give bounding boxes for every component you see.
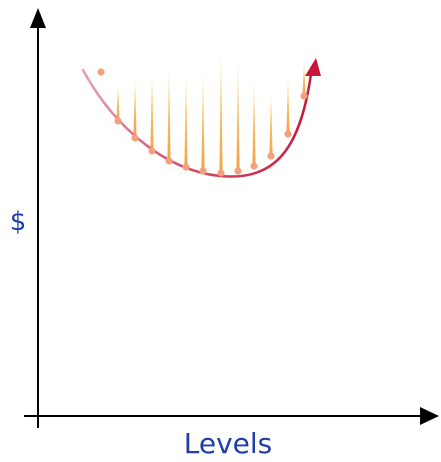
- x-axis-label: Levels: [184, 427, 273, 460]
- dot-group: [97, 68, 308, 177]
- dot-1: [97, 68, 105, 76]
- spike-4: [150, 70, 154, 151]
- dot-8: [217, 169, 225, 177]
- spike-7: [201, 68, 205, 171]
- dot-7: [199, 167, 207, 175]
- dot-3: [131, 134, 139, 142]
- spike-9: [236, 57, 240, 171]
- axes: [24, 8, 439, 428]
- spike-12: [286, 75, 290, 134]
- dot-6: [182, 163, 190, 171]
- spike-10: [252, 77, 256, 166]
- spike-8: [219, 48, 223, 173]
- dot-11: [267, 152, 275, 160]
- y-axis-label: $: [10, 207, 27, 237]
- dot-4: [148, 147, 156, 155]
- spike-2: [116, 84, 120, 121]
- dot-13: [300, 92, 308, 100]
- spike-group: [99, 48, 306, 173]
- spike-13: [302, 62, 306, 96]
- x-axis-arrowhead-icon: [420, 407, 439, 425]
- spike-11: [269, 89, 273, 156]
- dot-2: [114, 117, 122, 125]
- dot-12: [284, 130, 292, 138]
- dot-9: [234, 167, 242, 175]
- spike-3: [133, 75, 137, 138]
- spike-6: [184, 70, 188, 167]
- spike-5: [167, 64, 171, 161]
- dot-10: [250, 162, 258, 170]
- y-axis-arrowhead-icon: [30, 8, 46, 28]
- dot-5: [165, 157, 173, 165]
- curve-arrowhead-icon: [305, 58, 321, 76]
